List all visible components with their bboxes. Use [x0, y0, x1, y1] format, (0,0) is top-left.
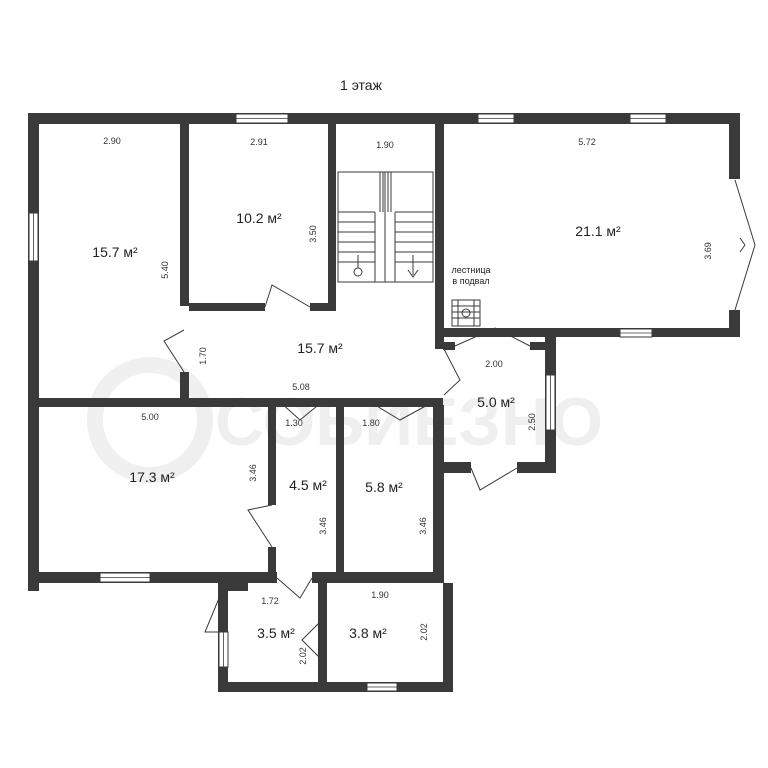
- basement-stairs: [451, 299, 481, 327]
- room-5-width: 5.08: [292, 382, 310, 392]
- main-stairs: [337, 171, 434, 283]
- room-7-length: 3.46: [248, 464, 258, 482]
- room-6-length: 2.50: [527, 413, 537, 431]
- room-3-width: 1.90: [376, 140, 394, 150]
- watermark: СОБИЕЗНО: [87, 357, 603, 483]
- window-top-1: [235, 113, 289, 124]
- room-11-area: 3.8 м²: [349, 625, 387, 641]
- room-10-width: 1.72: [261, 596, 279, 606]
- room-8-width: 1.30: [285, 418, 303, 428]
- room-4-area: 21.1 м²: [575, 223, 621, 239]
- window-top-3: [629, 113, 667, 124]
- door-room8: [279, 401, 323, 421]
- room-6-width: 2.00: [485, 359, 503, 369]
- walls: [28, 113, 740, 692]
- doors: [163, 179, 756, 661]
- room-1-length: 5.40: [160, 261, 170, 279]
- room-2-width: 2.91: [250, 137, 268, 147]
- room-4-length: 3.69: [703, 242, 713, 260]
- window-right-wing: [545, 374, 556, 431]
- door-room1: [163, 329, 185, 373]
- room-1-width: 2.90: [103, 136, 121, 146]
- windows: [28, 113, 667, 692]
- room-8-length: 3.46: [318, 517, 328, 535]
- door-hall-right: [443, 348, 461, 396]
- room-4-width: 5.72: [578, 137, 596, 147]
- window-left: [28, 212, 39, 262]
- room-11-width: 1.90: [371, 590, 389, 600]
- room-9-area: 5.8 м²: [365, 479, 403, 495]
- svg-text:СОБИЕЗНО: СОБИЕЗНО: [215, 384, 603, 460]
- room-7-width: 5.00: [141, 412, 159, 422]
- door-annex: [276, 577, 313, 599]
- room-2-length: 3.50: [308, 225, 318, 243]
- room-10-length: 2.02: [298, 647, 308, 665]
- door-annex-entry: [204, 590, 223, 633]
- stairs-note-line2: в подвал: [452, 276, 489, 286]
- door-room9: [369, 401, 434, 421]
- window-mid-right: [619, 328, 653, 338]
- door-wc-bottom: [470, 467, 518, 491]
- room-11-length: 2.02: [419, 623, 429, 641]
- room-10-area: 3.5 м²: [257, 625, 295, 641]
- room-6-area: 5.0 м²: [477, 394, 515, 410]
- room-9-width: 1.80: [362, 418, 380, 428]
- window-annex-bottom: [366, 682, 398, 692]
- room-5-area: 15.7 м²: [297, 340, 343, 356]
- room-1-area: 15.7 м²: [92, 244, 138, 260]
- door-living-right: [734, 179, 756, 311]
- floor-title: 1 этаж: [340, 77, 383, 93]
- window-annex-left: [218, 631, 229, 668]
- room-2-area: 10.2 м²: [236, 210, 282, 226]
- door-room7: [247, 504, 273, 548]
- window-top-2: [477, 113, 515, 124]
- room-5-length: 1.70: [198, 347, 208, 365]
- door-annex-room: [301, 619, 323, 661]
- room-9-length: 3.46: [418, 517, 428, 535]
- window-bottom-left: [99, 572, 151, 583]
- room-8-area: 4.5 м²: [289, 477, 327, 493]
- stairs-note-line1: лестница: [451, 265, 490, 275]
- door-small-room: [454, 327, 531, 347]
- room-7-area: 17.3 м²: [129, 469, 175, 485]
- door-room2: [264, 284, 311, 308]
